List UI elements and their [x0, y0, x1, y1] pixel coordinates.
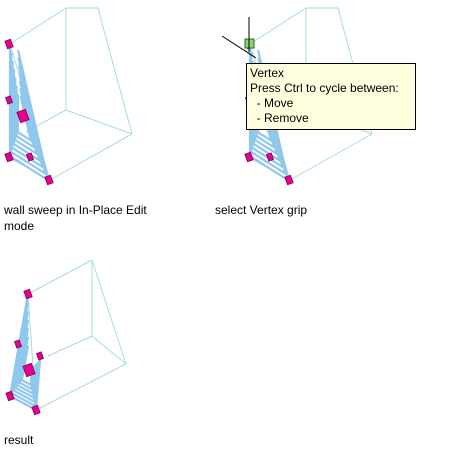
tooltip-option-remove: - Remove [250, 111, 309, 125]
sweep-profile-line [10, 302, 40, 408]
caption-result: result [4, 433, 34, 447]
vertex-grip [284, 174, 294, 186]
vertex-grip [31, 404, 41, 416]
wireframe-edge [35, 363, 127, 411]
caption-select-vertex-grip: select Vertex grip [215, 203, 308, 217]
crosshair-cursor [221, 17, 257, 59]
edge-grip [13, 339, 23, 349]
edge-grip [4, 95, 14, 105]
vertex-tooltip: Vertex Press Ctrl to cycle between: - Mo… [246, 63, 416, 130]
sweep-profile-line [20, 345, 34, 387]
sweep-center-grip [22, 362, 36, 378]
edge-grip [25, 152, 35, 162]
wireframe-edge [9, 7, 67, 45]
vertex-grip [4, 38, 14, 50]
edge-grip [265, 152, 275, 162]
wireframe-edge [91, 335, 127, 365]
wireframe-edge [91, 259, 127, 365]
panel-sweep-edit-mode [4, 7, 133, 186]
panel-result [5, 259, 127, 416]
tooltip-instruction: Press Ctrl to cycle between: [250, 81, 399, 95]
caption-wall-sweep-edit-mode: wall sweep in In-Place Edit mode [4, 203, 147, 233]
cursor-line [221, 35, 257, 59]
sweep-profile-line [18, 336, 35, 391]
vertex-grip [5, 390, 15, 402]
tooltip-option-move: - Move [250, 96, 294, 110]
wireframe-edge [249, 7, 307, 45]
wireframe-edge [97, 7, 133, 135]
wireframe-edge [49, 133, 133, 181]
vertex-grip [4, 151, 14, 163]
edge-grip [35, 351, 45, 361]
tooltip-title: Vertex [250, 66, 285, 80]
sweep-profile-line [12, 311, 39, 404]
sweep-profile-line [14, 319, 38, 400]
vertex-grip [44, 174, 54, 186]
sweep-center-grip [16, 108, 30, 124]
sweep-profile-line [16, 328, 36, 396]
wireframe-edge [65, 109, 133, 135]
vertex-grip [244, 151, 254, 163]
wireframe-edge [289, 133, 373, 181]
vertex-grip [23, 288, 33, 300]
wireframe-edge [27, 259, 93, 295]
wireframe-edge [47, 335, 93, 357]
sweep-profile-line [12, 69, 42, 163]
